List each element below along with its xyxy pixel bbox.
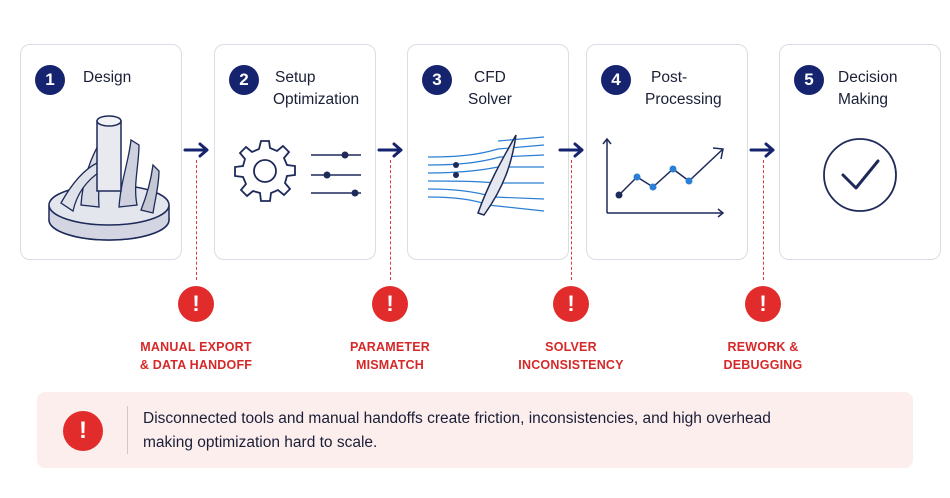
banner-divider	[127, 406, 128, 454]
line-plot-icon	[602, 137, 725, 218]
step-number-badge: 4	[601, 65, 631, 95]
dashed-connector	[390, 160, 391, 280]
step-title: CFD Solver	[468, 69, 512, 108]
arrow-right-icon	[183, 142, 209, 158]
gear-sliders-icon	[234, 140, 361, 202]
step-card-setup-optimization: 2 Setup Optimization	[214, 44, 376, 260]
issue-label-manual-export: MANUAL EXPORT & DATA HANDOFF	[139, 340, 253, 372]
exclamation-icon: !	[745, 286, 781, 322]
arrow-right-icon	[558, 142, 584, 158]
step-number-badge: 3	[422, 65, 452, 95]
airfoil-flow-icon	[427, 134, 545, 216]
dashed-connector	[763, 160, 764, 280]
step-number-badge: 1	[35, 65, 65, 95]
warning-banner: ! Disconnected tools and manual handoffs…	[37, 392, 913, 468]
issue-label-solver-inconsistency: SOLVER INCONSISTENCY	[518, 340, 624, 372]
issue-label-rework-debugging: REWORK & DEBUGGING	[723, 340, 803, 372]
step-title: Post- Processing	[645, 69, 722, 108]
step-title: Decision Making	[838, 69, 898, 108]
step-number-badge: 5	[794, 65, 824, 95]
step-title: Design	[83, 69, 132, 86]
exclamation-icon: !	[553, 286, 589, 322]
dashed-connector	[571, 160, 572, 280]
exclamation-icon: !	[178, 286, 214, 322]
step-title: Setup Optimization	[273, 69, 360, 108]
step-card-decision-making: 5 Decision Making	[779, 44, 941, 260]
step-card-design: 1 Design	[20, 44, 182, 260]
step-card-post-processing: 4 Post- Processing	[586, 44, 748, 260]
step-card-cfd-solver: 3 CFD Solver	[407, 44, 569, 260]
arrow-right-icon	[749, 142, 775, 158]
dashed-connector	[196, 160, 197, 280]
issue-label-parameter-mismatch: PARAMETER MISMATCH	[349, 340, 431, 372]
check-circle-icon	[823, 138, 897, 212]
impeller-icon	[48, 115, 170, 241]
step-number-badge: 2	[229, 65, 259, 95]
arrow-right-icon	[377, 142, 403, 158]
exclamation-icon: !	[372, 286, 408, 322]
banner-message: Disconnected tools and manual handoffs c…	[143, 410, 771, 451]
exclamation-icon: !	[63, 411, 103, 451]
